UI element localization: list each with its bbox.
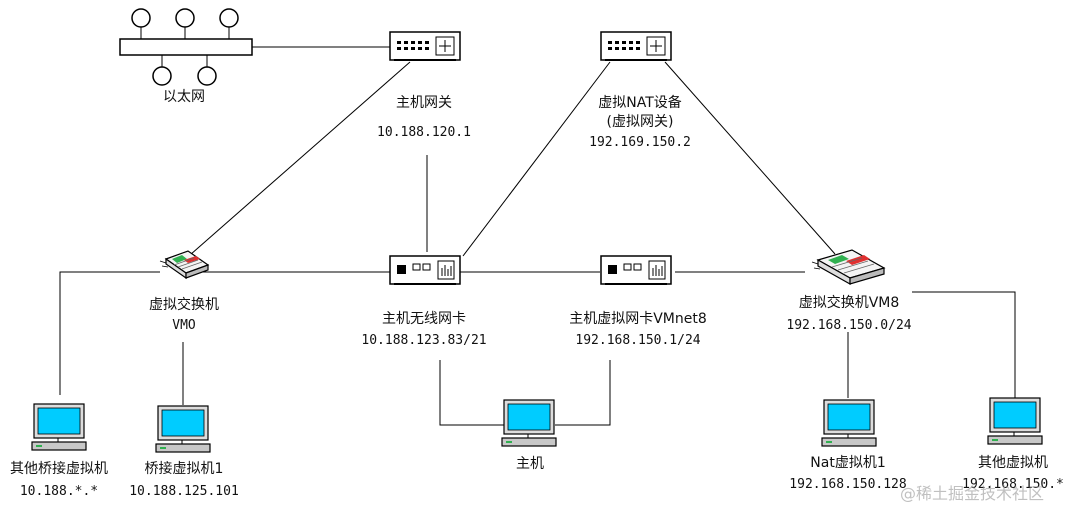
computer-icon <box>501 399 557 447</box>
switch-icon <box>159 250 210 280</box>
pc-other-vm-ip: 192.168.150.* <box>962 477 1064 492</box>
pc-bridge1-ip: 10.188.125.101 <box>129 484 239 499</box>
pc-other-bridge-ip: 10.188.*.* <box>19 484 99 499</box>
link-nat-wireless <box>462 61 611 257</box>
pc-bridge1-name: 桥接虚拟机1 <box>144 461 224 477</box>
vswitch-vm8-name: 虚拟交换机VM8 <box>798 295 900 311</box>
host-gateway-ip: 10.188.120.1 <box>377 125 471 140</box>
link-wireless-host <box>439 360 505 426</box>
ethernet-bus-icon <box>119 8 253 86</box>
computer-icon <box>821 399 877 447</box>
ethernet-label: 以太网 <box>163 89 205 105</box>
nic-icon <box>389 255 461 285</box>
switch-icon <box>811 249 886 286</box>
pc-nat1-ip: 192.168.150.128 <box>789 477 907 492</box>
computer-icon <box>31 403 87 451</box>
pc-nat1-name: Nat虚拟机1 <box>810 455 886 471</box>
nat-device-subname: (虚拟网关) <box>606 114 674 130</box>
pc-other-vm-name: 其他虚拟机 <box>978 455 1048 471</box>
nat-device-name: 虚拟NAT设备 <box>598 95 682 111</box>
vmnet8-nic-name: 主机虚拟网卡VMnet8 <box>569 311 707 327</box>
vswitch-vm0-subname: VMO <box>172 318 196 333</box>
link-gateway-vswitch0 <box>181 61 411 263</box>
pc-host-name: 主机 <box>516 456 544 472</box>
pc-other-bridge-name: 其他桥接虚拟机 <box>10 461 108 477</box>
nic-icon <box>600 255 672 285</box>
router-icon <box>389 31 461 61</box>
vswitch-vm0-name: 虚拟交换机 <box>149 297 219 313</box>
link-vswitch8-othervm <box>912 291 1016 398</box>
router-icon <box>600 31 672 61</box>
computer-icon <box>987 397 1043 445</box>
computer-icon <box>155 405 211 453</box>
vswitch-vm8-ip: 192.168.150.0/24 <box>786 318 912 333</box>
host-gateway-name: 主机网关 <box>396 95 452 111</box>
link-vswitch0-otherbridge <box>59 271 160 395</box>
watermark: @稀土掘金技术社区 <box>900 484 1045 503</box>
link-vmnet8-host <box>555 360 611 426</box>
vmnet8-nic-ip: 192.168.150.1/24 <box>575 333 701 348</box>
wireless-nic-name: 主机无线网卡 <box>382 311 466 327</box>
nat-device-ip: 192.169.150.2 <box>589 135 691 150</box>
link-nat-vswitch8 <box>664 61 836 255</box>
connections <box>59 46 1016 426</box>
wireless-nic-ip: 10.188.123.83/21 <box>361 333 487 348</box>
